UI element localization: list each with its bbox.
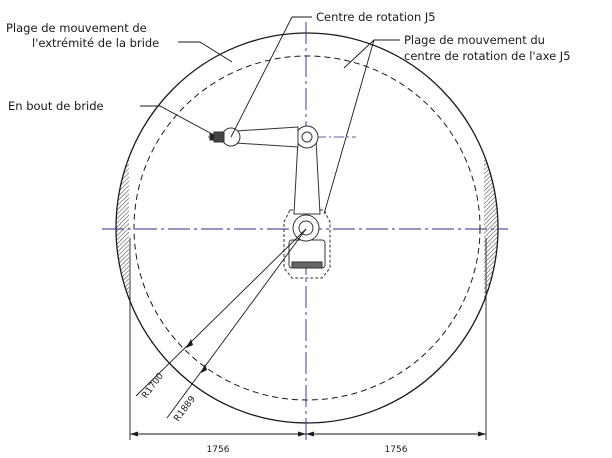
base-foot [291, 261, 323, 269]
label-flange-range-line1: Plage de mouvement de [6, 21, 147, 35]
leader-j5-range-b [323, 39, 375, 215]
label-j5-range-line1: Plage de mouvement du [404, 33, 545, 47]
dimension-arrows [130, 431, 486, 437]
extension-lines [129, 238, 487, 440]
label-j5-range-line2: centre de rotation de l'axe J5 [404, 49, 571, 63]
turret-inner [298, 220, 314, 236]
label-j5-center: Centre de rotation J5 [316, 10, 436, 24]
radius-lines [135, 228, 307, 419]
flange-end-range-circle [115, 32, 499, 424]
vertical-link [293, 139, 321, 215]
leader-lines [140, 16, 400, 215]
j5-center-range-circle [133, 55, 481, 401]
label-radius-outer: R1889 [172, 394, 198, 424]
label-radius-inner: R1700 [140, 371, 166, 401]
label-flange-range-line2: l'extrémité de la bride [32, 36, 159, 50]
label-width-right: 1756 [385, 445, 408, 455]
horizontal-arm [235, 126, 299, 148]
leader-j5-center [230, 16, 312, 138]
radius-arrows [186, 339, 207, 373]
base-outline [283, 209, 331, 279]
elbow-inner [301, 131, 313, 143]
radius-inner-line [135, 228, 307, 397]
leader-flange-end [140, 105, 213, 135]
turret-joint [292, 214, 320, 242]
leader-flange-range [178, 41, 233, 63]
label-width-left: 1756 [207, 445, 230, 455]
flange-tool [213, 131, 225, 143]
robot-top-view [209, 125, 331, 279]
flange-tip [209, 133, 215, 141]
radius-outer-line [166, 228, 307, 419]
elbow-joint [295, 125, 319, 149]
label-flange-end: En bout de bride [8, 99, 104, 113]
